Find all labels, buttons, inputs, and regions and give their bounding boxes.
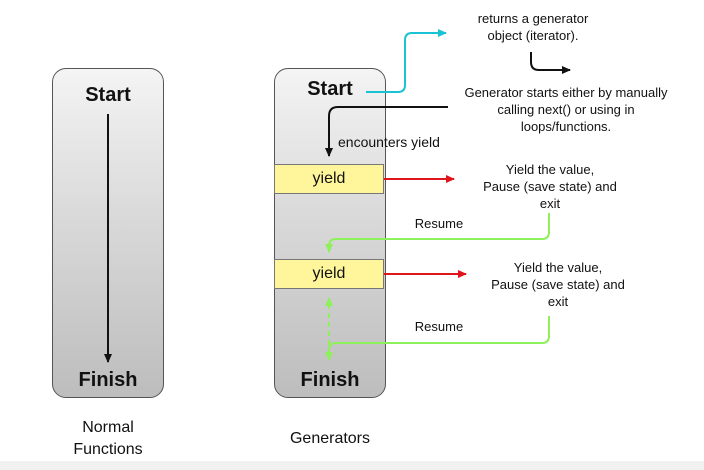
yield1-text-line3: exit xyxy=(539,196,561,211)
returns-text-line2: object (iterator). xyxy=(487,28,579,43)
starts-text-line1: Generator starts either by manually xyxy=(464,85,668,100)
returns-generator-arrow xyxy=(366,29,447,93)
normal-functions-caption-line2: Functions xyxy=(73,441,143,458)
yield1-text-line1: Yield the value, xyxy=(505,162,595,177)
bottom-strip xyxy=(0,461,704,470)
generator-start-label: Start xyxy=(307,78,353,100)
resume2-text: Resume xyxy=(414,319,464,334)
iterator-to-next-arrow xyxy=(530,52,571,74)
starts-text-line2: calling next() or using in xyxy=(497,102,635,117)
normal-finish-label: Finish xyxy=(78,369,138,391)
resume1-text: Resume xyxy=(414,216,464,231)
starts-text-line3: loops/functions. xyxy=(520,119,612,134)
generators-caption: Generators xyxy=(289,430,371,447)
yield-box-1: yield xyxy=(274,164,384,194)
resume1-arrow xyxy=(325,213,550,253)
normal-start-label: Start xyxy=(85,84,131,106)
returns-text-line1: returns a generator xyxy=(477,11,589,26)
normal-functions-caption-line1: Normal xyxy=(82,419,134,436)
yield1-text-line2: Pause (save state) and xyxy=(483,179,617,194)
yield2-text-line3: exit xyxy=(547,294,569,309)
resume2-arrow xyxy=(325,316,550,361)
yield-box-2: yield xyxy=(274,259,384,289)
next-call-arrow xyxy=(325,106,448,157)
yield2-text-line1: Yield the value, xyxy=(513,260,603,275)
encounters-yield-text: encounters yield xyxy=(338,134,440,150)
yield2-text-line2: Pause (save state) and xyxy=(491,277,625,292)
generator-finish-label: Finish xyxy=(300,369,360,391)
